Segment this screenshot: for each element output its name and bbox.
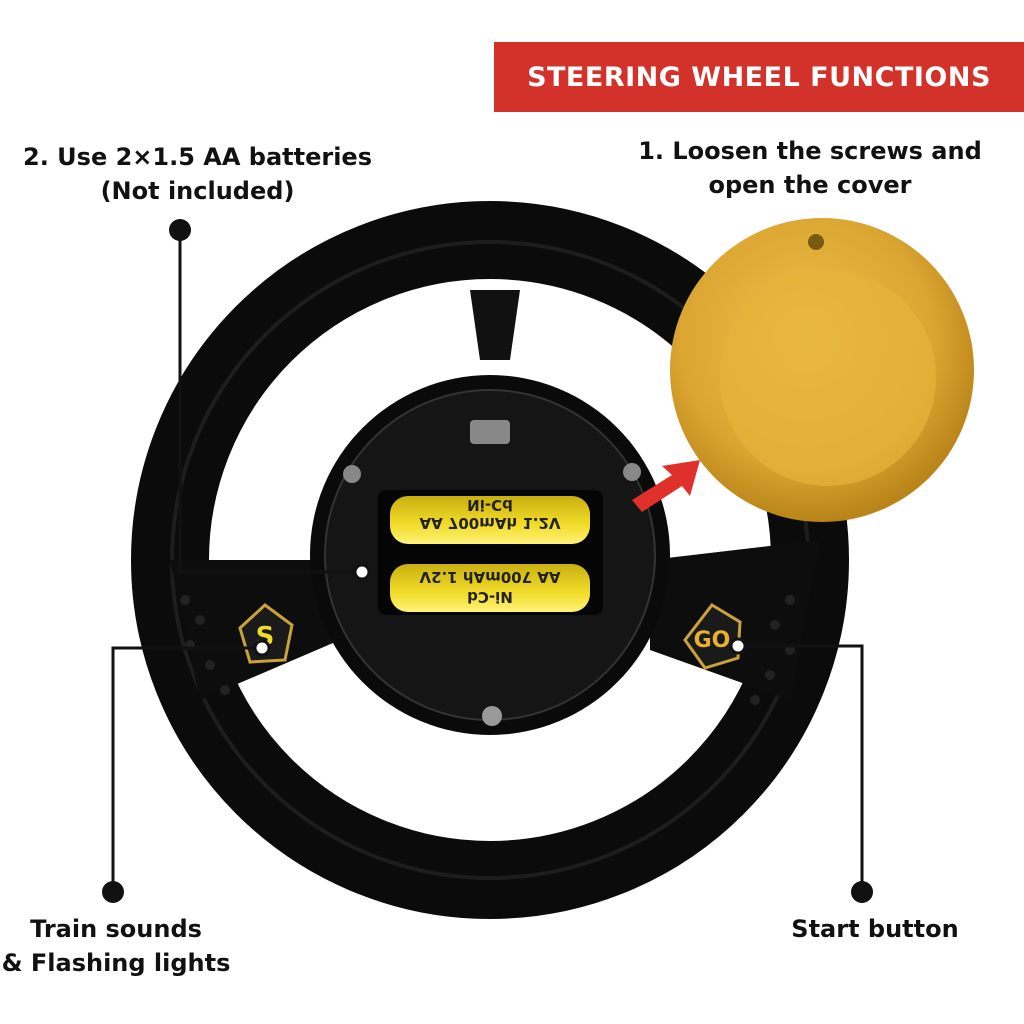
start-callout: Start button <box>791 915 959 943</box>
cover-callout: 1. Loosen the screws and open the cover <box>620 134 1000 202</box>
battery-top: AA 700mAh 1.2V Ni-Cd <box>390 496 590 544</box>
battery-cover <box>670 218 974 522</box>
svg-text:GO: GO <box>694 628 731 653</box>
title-banner: STEERING WHEEL FUNCTIONS <box>494 42 1024 112</box>
batteries-line1: 2. Use 2×1.5 AA batteries <box>23 143 372 171</box>
batteries-callout: 2. Use 2×1.5 AA batteries (Not included) <box>10 140 385 208</box>
start-button: GO <box>683 603 742 670</box>
cover-line1: 1. Loosen the screws and <box>638 137 982 165</box>
svg-text:AA 700mAh 1.2V: AA 700mAh 1.2V <box>419 568 560 586</box>
batteries-line2: (Not included) <box>100 177 295 205</box>
svg-text:Ni-Cd: Ni-Cd <box>467 588 513 606</box>
open-cover-arrow <box>632 460 700 512</box>
svg-text:AA 700mAh 1.2V: AA 700mAh 1.2V <box>419 514 560 532</box>
train-line1: Train sounds <box>30 915 202 943</box>
train-callout: Train sounds & Flashing lights <box>0 912 232 980</box>
battery-bottom: Ni-Cd AA 700mAh 1.2V <box>390 564 590 612</box>
train-line2: & Flashing lights <box>1 949 231 977</box>
svg-text:Ni-Cd: Ni-Cd <box>467 496 513 514</box>
cover-line2: open the cover <box>708 171 912 199</box>
